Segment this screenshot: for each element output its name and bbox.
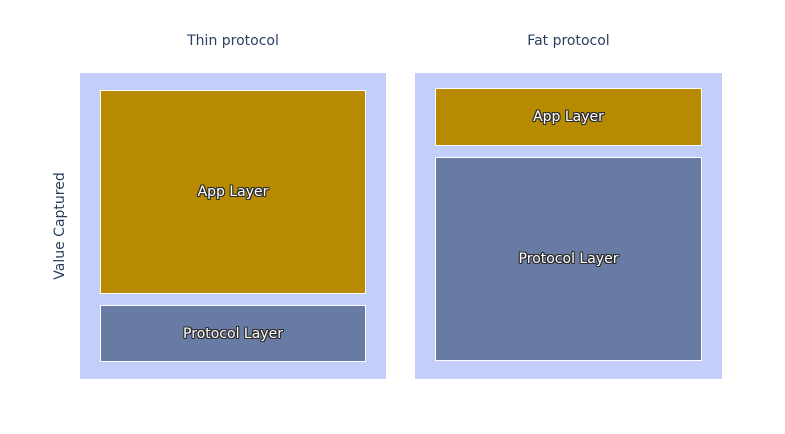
fat-app-layer-label: App Layer (533, 109, 604, 125)
thin-protocol-title: Thin protocol (187, 33, 279, 49)
fat-protocol-panel: App Layer Protocol Layer (415, 73, 722, 379)
thin-app-layer-block: App Layer (100, 90, 366, 294)
thin-protocol-panel: App Layer Protocol Layer (80, 73, 386, 379)
thin-protocol-layer-block: Protocol Layer (100, 305, 366, 362)
fat-app-layer-block: App Layer (435, 88, 702, 146)
fat-protocol-layer-label: Protocol Layer (518, 251, 619, 267)
y-axis-label: Value Captured (52, 172, 68, 280)
fat-protocol-layer-block: Protocol Layer (435, 157, 702, 361)
thin-protocol-layer-label: Protocol Layer (183, 325, 283, 342)
thin-app-layer-label: App Layer (197, 184, 269, 200)
fat-protocol-title: Fat protocol (527, 33, 610, 49)
